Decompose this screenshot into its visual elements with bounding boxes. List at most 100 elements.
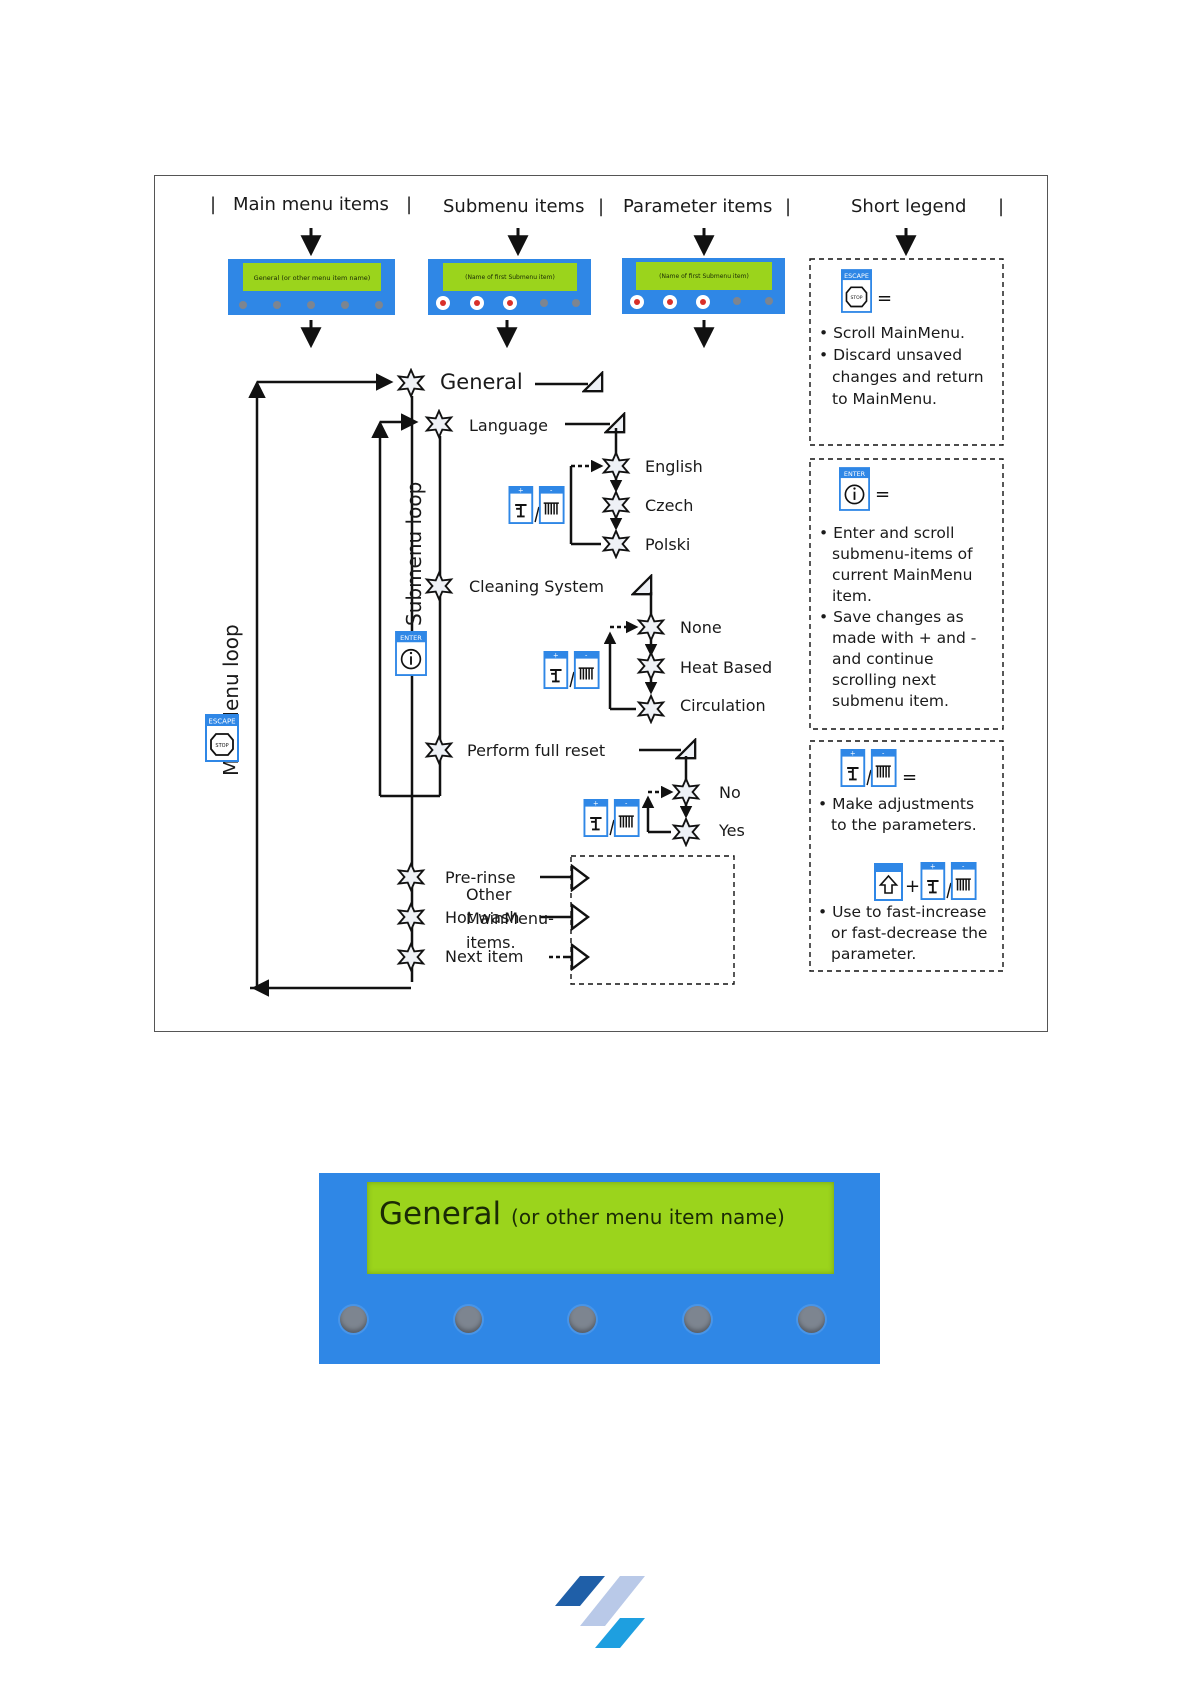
escape-key-icon [205,714,239,762]
mainmenu-loop-lines [248,373,414,997]
star-icon [602,451,630,481]
legend-adjust-line: to the parameters. [831,816,977,834]
legend-fast-line: parameter. [831,945,916,963]
main-item-hot-wash: Hot wash [445,908,520,927]
arrow-icon [570,903,590,931]
panel-button-4[interactable] [684,1306,711,1333]
main-item-general: General [440,370,523,394]
star-icon [425,409,453,439]
submenu-item-perform-full-reset: Perform full reset [467,741,605,760]
mini-display-main-text: General (or other menu item name) [254,274,371,282]
equals-sign: = [875,484,890,505]
lcd-text: General (or other menu item name) [379,1196,785,1232]
main-item-next-item: Next item [445,947,524,966]
mini-display-parameter: (Name of first Submenu item) [622,258,785,314]
separator: | [598,196,604,217]
plus-minus-keys-icon [920,862,977,900]
arrow-icon [570,943,590,971]
main-item-pre-rinse: Pre-rinse [445,868,516,887]
param-cleaning-circulation: Circulation [680,696,766,715]
param-language-polski: Polski [645,535,690,554]
legend-enter-line: item. [832,587,872,605]
star-icon [637,694,665,724]
enter-key-icon [395,631,427,676]
equals-sign: = [877,288,892,309]
mini-display-submenu-text: (Name of first Submenu item) [465,274,555,281]
plus-minus-keys-icon [508,486,565,524]
company-logo [555,1576,645,1648]
star-icon [672,817,700,847]
star-icon [602,529,630,559]
star-icon [672,777,700,807]
header-main-menu-items: Main menu items [233,194,389,215]
param-language-english: English [645,457,703,476]
other-items-box [570,855,735,985]
submenu-item-cleaning-system: Cleaning System [469,577,604,596]
param-reset-no: No [719,783,741,802]
legend-escape-line: changes and return [832,368,984,386]
legend-enter-line: scrolling next [832,671,936,689]
cleaning-param-lines [603,592,658,711]
panel-button-5[interactable] [798,1306,825,1333]
submenu-loop-lines [371,413,442,798]
menu-flow-diagram: + - ESCAPE STOP ENTER | Main menu items [154,175,1048,1032]
separator: | [210,194,216,215]
panel-button-3[interactable] [569,1306,596,1333]
diagram-canvas: + - ESCAPE STOP ENTER | Main menu items [205,194,1004,997]
mini-display-main: General (or other menu item name) [228,259,395,315]
header-submenu-items: Submenu items [443,196,584,217]
arrow-icon [570,864,590,892]
equals-sign: = [902,767,917,788]
header-arrows [300,228,917,349]
legend-enter: = • Enter and scroll submenu-items of cu… [809,458,1004,730]
star-icon [397,862,425,892]
legend-enter-line: • Enter and scroll [819,524,954,542]
enter-key-icon [839,467,870,511]
legend-adjust: = • Make adjustments to the parameters. … [809,740,1004,972]
control-panel-display: General (or other menu item name) [319,1173,880,1364]
triangle-icon [582,371,604,393]
other-box-line-1: Other [466,885,512,904]
escape-key-icon [841,269,872,313]
legend-fast-line: • Use to fast-increase [818,903,986,921]
star-icon [397,902,425,932]
other-box-line-2: MainMenu- [466,909,554,928]
plus-minus-keys-icon [543,651,600,689]
legend-fast-line: or fast-decrease the [831,924,987,942]
legend-enter-line: submenu-items of [832,545,973,563]
star-icon [397,942,425,972]
star-icon [637,651,665,681]
legend-enter-line: made with + and - [832,629,976,647]
plus-sign: + [905,876,920,897]
panel-button-2[interactable] [455,1306,482,1333]
other-items-connectors [540,875,571,959]
param-cleaning-heat-based: Heat Based [680,658,772,677]
language-param-lines [569,428,623,546]
star-icon [637,612,665,642]
separator: | [998,196,1004,217]
shift-key-icon [874,863,903,901]
legend-escape-line: to MainMenu. [832,390,937,408]
lcd-screen: General (or other menu item name) [367,1182,834,1274]
mini-display-parameter-text: (Name of first Submenu item) [659,273,749,280]
star-icon [425,571,453,601]
legend-enter-line: and continue [832,650,933,668]
legend-escape-line: • Scroll MainMenu. [819,324,965,342]
legend-escape: = • Scroll MainMenu. • Discard unsaved c… [809,258,1004,446]
separator: | [406,194,412,215]
separator: | [785,196,791,217]
mini-display-submenu: (Name of first Submenu item) [428,259,591,315]
star-icon [425,735,453,765]
legend-escape-line: • Discard unsaved [819,346,962,364]
legend-enter-line: submenu item. [832,692,949,710]
plus-minus-keys-icon [583,799,640,837]
star-icon [602,490,630,520]
submenu-loop-label: Submenu loop [402,482,426,626]
lcd-title: General [379,1196,502,1232]
other-box-line-3: items. [466,933,516,952]
submenu-item-language: Language [469,416,548,435]
panel-button-1[interactable] [340,1306,367,1333]
legend-enter-line: • Save changes as [819,608,964,626]
triangle-icon [631,574,653,596]
param-reset-yes: Yes [718,821,745,840]
